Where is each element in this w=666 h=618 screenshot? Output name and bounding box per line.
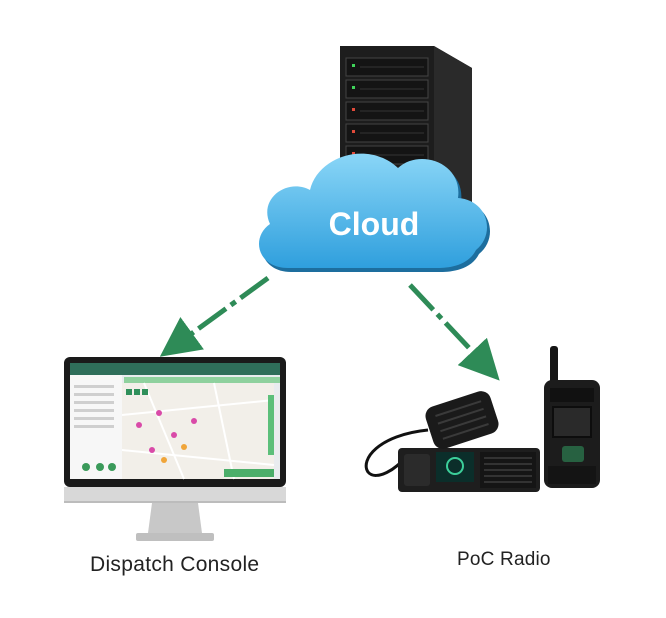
arrow-to-radio <box>408 283 500 381</box>
poc-radio-label: PoC Radio <box>457 549 551 570</box>
monitor-icon <box>64 357 286 541</box>
cloud-icon: Cloud <box>258 153 491 272</box>
handheld-radio-icon <box>544 346 600 488</box>
arrow-to-dispatch <box>159 275 270 357</box>
cloud-label: Cloud <box>329 206 420 242</box>
dispatch-console-label: Dispatch Console <box>90 553 260 576</box>
radio-icon <box>364 391 540 492</box>
